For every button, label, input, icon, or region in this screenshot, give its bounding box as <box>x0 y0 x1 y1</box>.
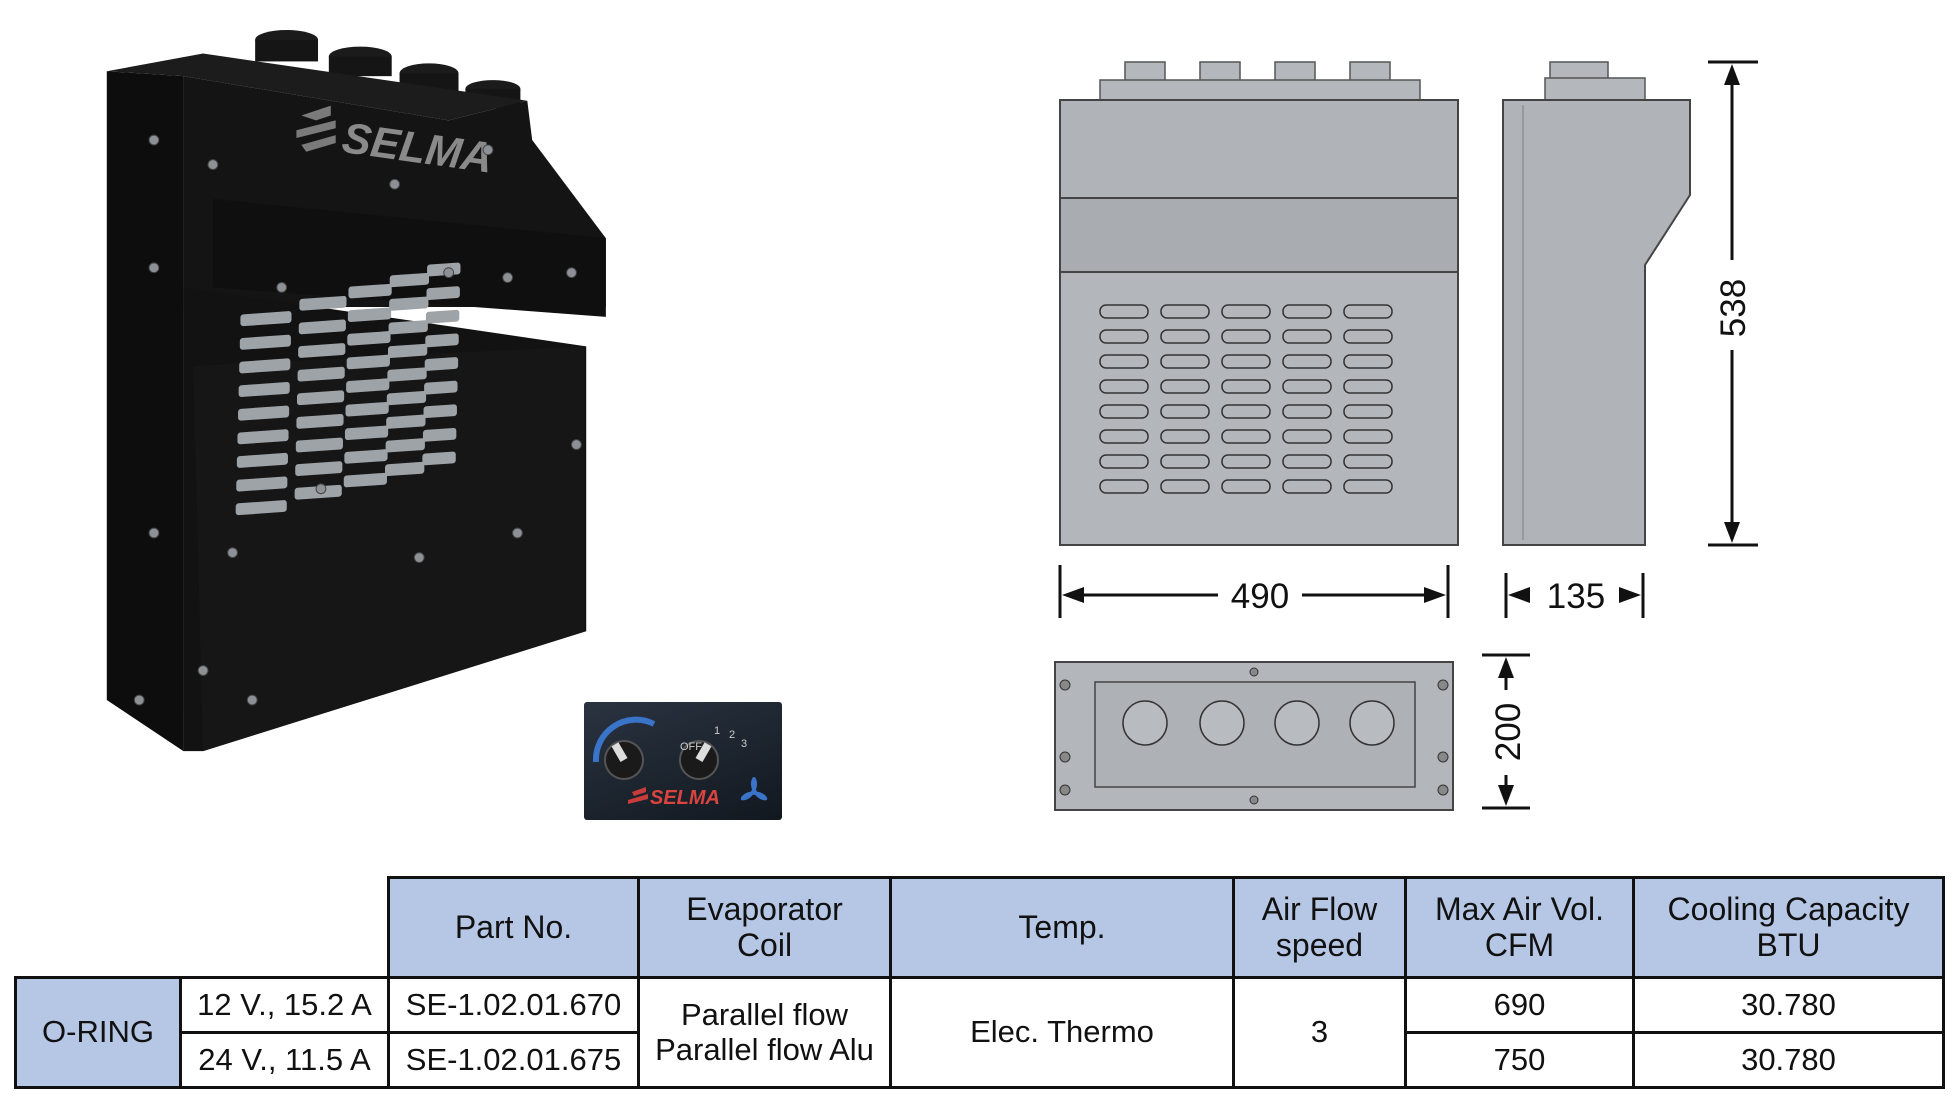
bottom-depth-dimension <box>1482 653 1530 810</box>
part-no-cell: SE-1.02.01.670 <box>387 976 640 1034</box>
max-air-cell: 750 <box>1404 1031 1635 1089</box>
header-cooling: Cooling Capacity BTU <box>1632 876 1945 979</box>
voltage-cell: 12 V., 15.2 A <box>179 976 390 1034</box>
table-header-row: Part No. Evaporator Coil Temp. Air Flow … <box>15 876 1945 979</box>
front-view <box>1059 61 1459 546</box>
header-temp: Temp. <box>889 876 1235 979</box>
temp-cell: Elec. Thermo <box>889 976 1235 1089</box>
spec-table: Part No. Evaporator Coil Temp. Air Flow … <box>14 876 1945 1089</box>
cooling-cell: 30.780 <box>1632 976 1945 1034</box>
fan-icon <box>740 777 768 801</box>
screws <box>133 134 582 706</box>
air-flow-cell: 3 <box>1232 976 1407 1089</box>
side-view <box>1502 61 1691 546</box>
control-panel: OFF 1 2 3 SELMA <box>584 702 782 820</box>
depth-dimension <box>1504 573 1645 618</box>
header-part-no: Part No. <box>387 876 640 979</box>
group-label: O-RING <box>14 976 182 1089</box>
voltage-cell: 24 V., 11.5 A <box>179 1031 390 1089</box>
header-evaporator-coil: Evaporator Coil <box>637 876 892 979</box>
width-label: 490 <box>1231 577 1289 616</box>
svg-text:3: 3 <box>741 738 747 750</box>
svg-text:SELMA: SELMA <box>650 787 720 809</box>
width-dimension <box>1058 565 1450 618</box>
table-row: O-RING 12 V., 15.2 A SE-1.02.01.670 Para… <box>14 976 1945 1089</box>
bottom-depth-label: 200 <box>1489 703 1528 761</box>
photo-louvers <box>235 262 461 516</box>
product-photo: SELMA <box>106 29 606 752</box>
cooling-cell: 30.780 <box>1632 1031 1945 1089</box>
depth-label: 135 <box>1547 577 1605 616</box>
height-label: 538 <box>1714 279 1753 337</box>
bottom-view <box>1054 661 1454 811</box>
part-no-cell: SE-1.02.01.675 <box>387 1031 640 1089</box>
height-dimension <box>1708 60 1758 547</box>
technical-drawings: 538 490 135 <box>1054 60 1758 811</box>
max-air-cell: 690 <box>1404 976 1635 1034</box>
header-air-flow: Air Flow speed <box>1232 876 1407 979</box>
svg-text:1: 1 <box>714 725 720 737</box>
header-max-air: Max Air Vol. CFM <box>1404 876 1635 979</box>
panel-logo: SELMA <box>628 787 720 809</box>
coil-cell: Parallel flow Parallel flow Alu <box>637 976 892 1089</box>
table-row: 24 V., 11.5 A SE-1.02.01.675 750 30.780 <box>16 1031 1945 1089</box>
svg-text:2: 2 <box>729 729 735 741</box>
off-label: OFF <box>680 741 702 753</box>
